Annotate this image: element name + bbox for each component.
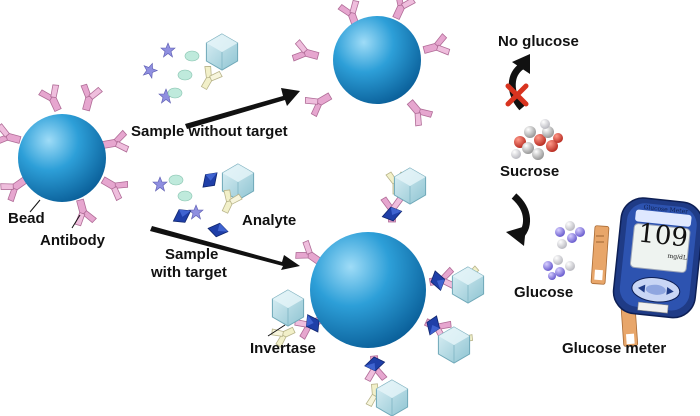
arrow-with-target [150,226,300,270]
glucose-meter-icon [612,197,700,319]
no-glucose-arrow [508,54,530,111]
label-sample-with-target-2: with target [151,264,227,281]
label-glucose-meter: Glucose meter [562,340,667,357]
cross-icon [505,83,529,107]
label-bead: Bead [8,210,45,227]
label-sample-with-target-1: Sample [165,246,219,263]
glucose-molecule-icon [543,221,585,280]
left-bead-group [0,82,131,228]
label-antibody: Antibody [40,232,105,249]
label-analyte: Analyte [242,212,297,229]
label-sample-without-target: Sample without target [131,123,288,140]
label-sucrose: Sucrose [500,163,560,180]
label-glucose: Glucose [514,284,574,301]
bead-with-target [269,167,485,416]
sample-molecules-top [140,33,239,104]
bead-without-target [290,0,452,129]
sucrose-molecule-icon [511,119,563,160]
meter-screen: Glucose Meter 109 mg/dL [631,203,696,263]
label-invertase: Invertase [250,340,316,357]
sample-molecules-target [152,163,255,240]
arrow-without-target [185,88,300,129]
meter-reading: 109 [636,218,690,254]
bead-icon [18,114,106,202]
label-no-glucose: No glucose [498,33,579,50]
sucrose-to-glucose-arrow [506,193,530,246]
